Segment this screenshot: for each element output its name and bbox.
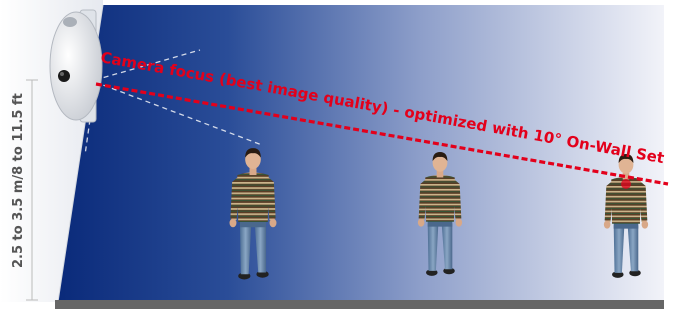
room-background [58,5,664,302]
focus-point-marker [621,179,631,189]
height-label: 2.5 to 3.5 m/8 to 11.5 ft [11,93,26,268]
floor [55,300,664,309]
focus-line [95,82,669,186]
height-dimension [26,79,38,301]
camera [49,9,103,123]
